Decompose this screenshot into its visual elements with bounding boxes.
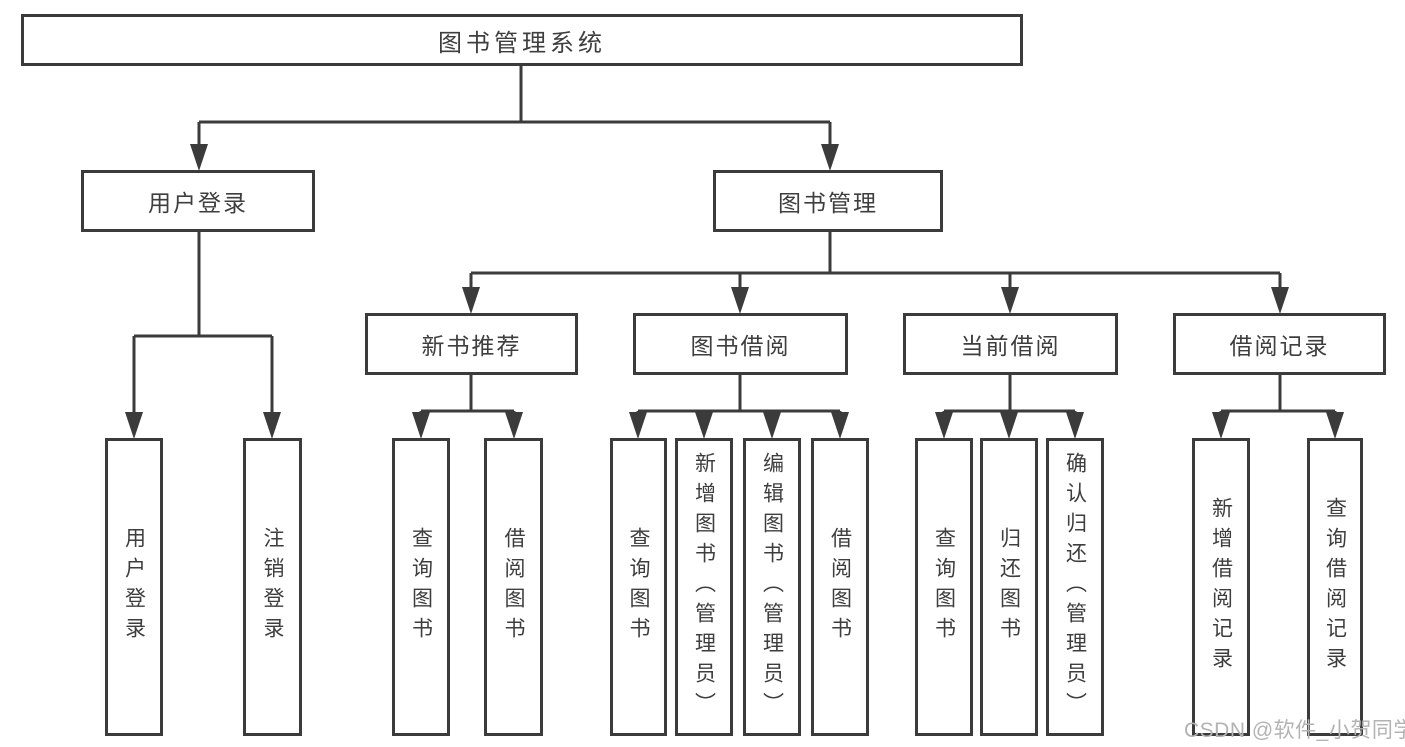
node-borrow-records: 借阅记录 [1173, 313, 1386, 375]
connector-book-borrow-to-leaves [629, 375, 849, 439]
leaf-cb-query-books: 查询图书 [915, 438, 973, 736]
node-root-system: 图书管理系统 [21, 14, 1023, 66]
leaf-bb-add-books-admin: 新增图书（管理员） [675, 438, 733, 736]
connector-current-borrow-to-leaves [935, 375, 1084, 439]
leaf-logout: 注销登录 [243, 438, 302, 736]
node-new-book-recommend: 新书推荐 [365, 313, 578, 375]
node-label: 用户登录 [122, 527, 146, 647]
node-label: 图书管理系统 [438, 29, 606, 57]
leaf-cb-return-books: 归还图书 [980, 438, 1038, 736]
node-label: 查询借阅记录 [1323, 497, 1347, 677]
node-user-login: 用户登录 [81, 170, 315, 232]
node-label: 当前借阅 [960, 333, 1061, 359]
node-label: 归还图书 [997, 527, 1021, 647]
node-label: 借阅图书 [502, 527, 525, 647]
node-label: 确认归还（管理员） [1063, 452, 1087, 722]
connector-book-management-to-level3 [462, 232, 1289, 314]
node-label: 注销登录 [261, 527, 284, 647]
leaf-user-login: 用户登录 [105, 438, 163, 736]
node-label: 新增图书（管理员） [692, 452, 716, 722]
connector-new-book-recommend-to-leaves [412, 375, 523, 439]
leaf-nbr-query-books: 查询图书 [392, 438, 450, 736]
connector-borrow-records-to-leaves [1212, 375, 1344, 439]
node-label: 查询图书 [932, 527, 956, 647]
leaf-bb-edit-books-admin: 编辑图书（管理员） [743, 438, 801, 736]
node-label: 借阅图书 [828, 527, 852, 647]
leaf-nbr-borrow-books: 借阅图书 [484, 438, 543, 736]
leaf-bb-borrow-books: 借阅图书 [811, 438, 869, 736]
node-current-borrow: 当前借阅 [903, 313, 1118, 375]
node-label: 查询图书 [627, 527, 650, 647]
node-label: 查询图书 [409, 527, 433, 647]
leaf-br-query-record: 查询借阅记录 [1307, 438, 1363, 736]
node-label: 新增借阅记录 [1209, 497, 1233, 677]
node-book-borrow: 图书借阅 [633, 313, 848, 375]
leaf-br-add-record: 新增借阅记录 [1192, 438, 1250, 736]
node-label: 图书管理 [778, 190, 878, 216]
node-label: 新书推荐 [421, 333, 522, 359]
leaf-bb-query-books: 查询图书 [610, 438, 667, 736]
connector-root-to-level2 [190, 66, 839, 171]
node-label: 图书借阅 [690, 333, 791, 359]
leaf-cb-confirm-return-admin: 确认归还（管理员） [1046, 438, 1104, 736]
node-label: 借阅记录 [1229, 333, 1330, 359]
node-book-management: 图书管理 [713, 170, 943, 232]
node-label: 编辑图书（管理员） [760, 452, 784, 722]
connector-user-login-to-leaves [125, 232, 281, 439]
node-label: 用户登录 [148, 190, 248, 216]
